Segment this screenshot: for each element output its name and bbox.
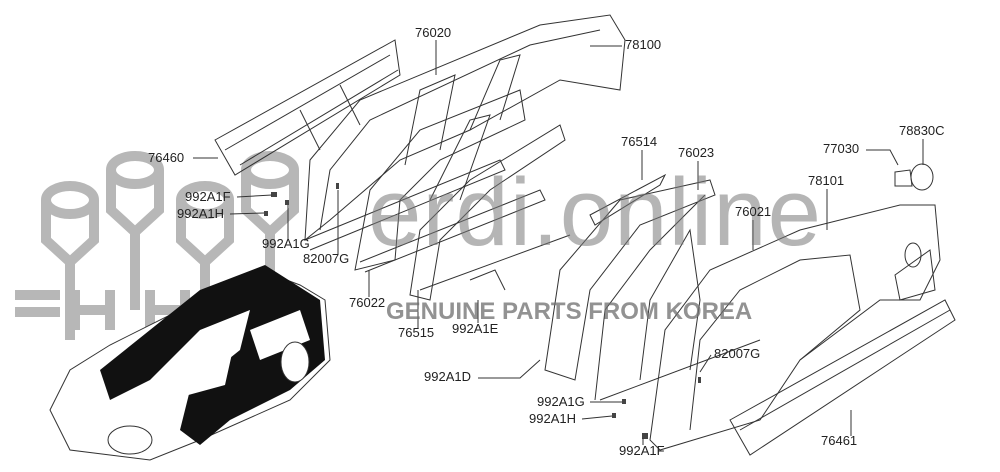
callout-82007G-right: 82007G (714, 346, 761, 361)
side-panel-76020 (304, 14, 626, 251)
side-panel-outer-76460 (214, 39, 401, 176)
callout-992A1D: 992A1D (424, 369, 471, 384)
sill-76461 (729, 299, 956, 456)
callout-76515: 76515 (398, 325, 435, 340)
callout-76460: 76460 (148, 150, 185, 165)
callout-76514: 76514 (621, 134, 658, 149)
callout-76022: 76022 (349, 295, 386, 310)
callout-77030: 77030 (823, 141, 860, 156)
callout-76023: 76023 (678, 145, 715, 160)
side-panel-76021 (649, 204, 941, 451)
callout-992A1F-left: 992A1F (185, 189, 231, 204)
callout-82007G-left: 82007G (303, 251, 350, 266)
callout-992A1H-right: 992A1H (529, 411, 576, 426)
side-panel-76022 (354, 89, 546, 273)
pillar-76515 (409, 124, 571, 301)
clips (264, 183, 701, 439)
leader-lines (193, 40, 924, 445)
callout-78100: 78100 (625, 37, 662, 52)
callout-992A1E: 992A1E (452, 321, 499, 336)
callout-78101: 78101 (808, 173, 845, 188)
watermark-tagline: GENUINE PARTS FROM KOREA (386, 298, 753, 325)
callout-992A1G-right: 992A1G (537, 394, 585, 409)
callout-76461: 76461 (821, 433, 858, 448)
watermark-logo (15, 151, 299, 340)
callout-76020: 76020 (415, 25, 452, 40)
car-illustration (49, 265, 331, 461)
callout-76021: 76021 (735, 204, 772, 219)
callout-992A1F-right: 992A1F (619, 443, 665, 458)
callout-992A1G-left: 992A1G (262, 236, 310, 251)
callout-78830C: 78830C (899, 123, 945, 138)
side-panel-76023 (544, 173, 761, 401)
watermark-site: erdi.online (368, 159, 822, 266)
callout-992A1H-left: 992A1H (177, 206, 224, 221)
fuel-door (894, 163, 934, 191)
